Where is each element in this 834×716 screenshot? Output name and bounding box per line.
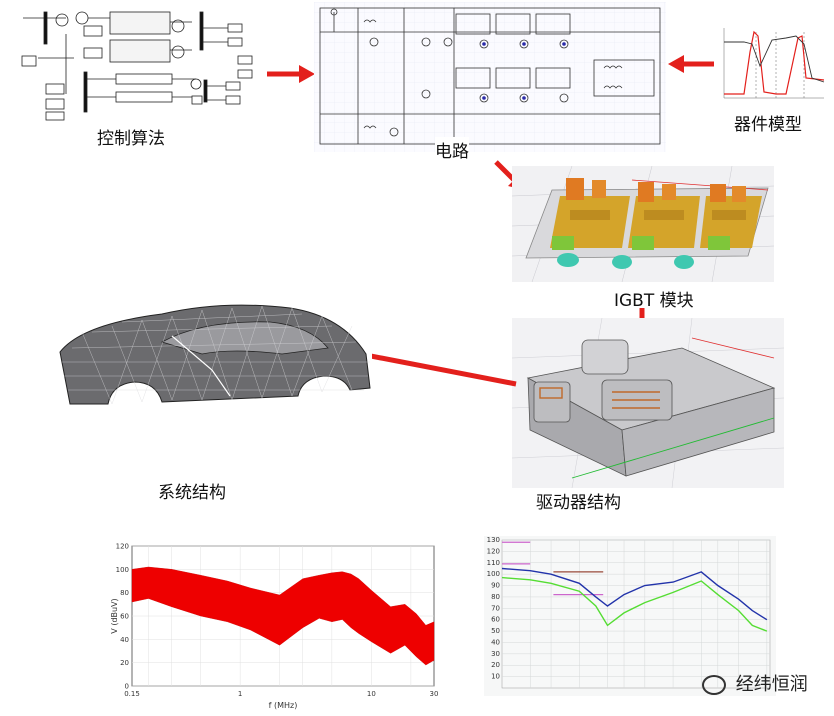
y-tick-label: 50 <box>491 627 500 635</box>
y-tick-label: 70 <box>491 604 500 612</box>
spectrum-plot: 0 20 40 60 80 100 120 0.15 1 10 30 V (dBuV) f (MH… <box>110 543 439 711</box>
driver-housing-render <box>511 317 785 489</box>
x-tick-label: 30 <box>430 690 439 698</box>
driver-housing-mesh <box>511 317 785 489</box>
y-tick-label: 120 <box>487 547 500 555</box>
y-tick-label: 0 <box>125 683 129 691</box>
y-tick-label: 10 <box>491 673 500 681</box>
device-waveform-plot <box>723 28 825 99</box>
watermark: 经纬恒润 <box>702 670 808 696</box>
y-tick-label: 110 <box>487 559 500 567</box>
arrow-device-to-circuit <box>668 55 714 73</box>
y-tick-label: 30 <box>491 650 500 658</box>
circuit-schematic <box>314 2 666 152</box>
y-tick-label: 100 <box>487 570 500 578</box>
emission-spectrum-chart: 0 20 40 60 80 100 120 0.15 1 10 30 V (dBuV) f (MH… <box>108 540 442 712</box>
device-model-waveform <box>716 22 826 104</box>
simulink-block-diagram <box>21 11 253 121</box>
vehicle-mesh-render <box>52 292 372 422</box>
y-tick-label: 60 <box>120 613 129 621</box>
trace-blue-series <box>501 567 768 621</box>
igbt-module-mesh <box>511 165 775 283</box>
x-tick-label: 1 <box>238 690 242 698</box>
y-tick-label: 120 <box>116 543 129 551</box>
x-tick-label: 0.15 <box>124 690 140 698</box>
y-tick-label: 40 <box>120 636 129 644</box>
y-tick-label: 130 <box>487 536 500 544</box>
watermark-logo-icon <box>702 675 726 695</box>
caption-system-structure: 系统结构 <box>158 483 226 503</box>
y-axis-label: V (dBuV) <box>110 598 119 633</box>
x-tick-label: 10 <box>367 690 376 698</box>
trace-green-series <box>501 576 768 632</box>
igbt-module-render <box>511 165 775 283</box>
receiver-plot: 130 120 110 100 90 80 70 60 50 40 30 20 10 <box>487 536 771 689</box>
y-tick-label: 90 <box>491 582 500 590</box>
y-tick-label: 80 <box>491 593 500 601</box>
y-tick-label: 20 <box>491 661 500 669</box>
y-tick-label: 20 <box>120 659 129 667</box>
emi-receiver-chart: 130 120 110 100 90 80 70 60 50 40 30 20 10 <box>484 536 776 696</box>
caption-circuit: 电路 <box>435 137 469 162</box>
y-tick-label: 100 <box>116 566 129 574</box>
caption-igbt-module: IGBT 模块 <box>614 291 694 311</box>
watermark-text: 经纬恒润 <box>735 674 808 695</box>
caption-control-algorithm: 控制算法 <box>97 129 165 149</box>
y-tick-label: 60 <box>491 616 500 624</box>
caption-device-model: 器件模型 <box>734 115 802 135</box>
circuit-wiring <box>314 2 666 152</box>
caption-driver-structure: 驱动器结构 <box>536 493 621 513</box>
spectrum-series-band <box>131 566 435 666</box>
y-tick-label: 80 <box>120 589 129 597</box>
control-algorithm-diagram <box>18 4 260 122</box>
vehicle-body-mesh <box>59 304 371 405</box>
y-tick-label: 40 <box>491 638 500 646</box>
x-axis-label: f (MHz) <box>269 701 298 710</box>
arrow-control-to-circuit <box>267 65 315 83</box>
